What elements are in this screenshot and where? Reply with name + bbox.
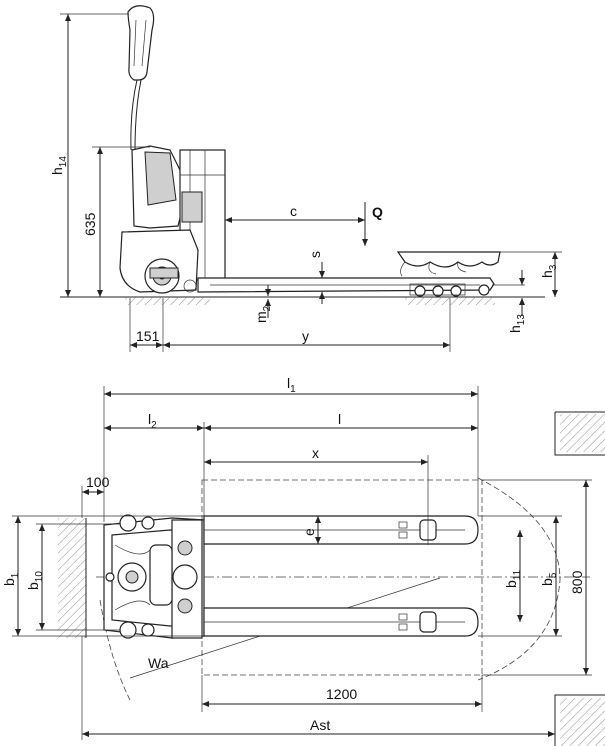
m2-label: m2 [253, 305, 273, 323]
h14-label: h14 [49, 156, 69, 175]
s-label: s [307, 251, 323, 258]
x-label: x [312, 445, 319, 461]
b10-label: b10 [25, 571, 45, 590]
dim-800-label: 800 [569, 570, 585, 594]
dim-100-label: 100 [86, 474, 110, 490]
l2-label: l2 [148, 411, 157, 431]
aisle-corner-bottom [554, 694, 605, 746]
b11-label: b11 [503, 569, 523, 588]
h13-label: h13 [507, 314, 527, 333]
chassis-top [103, 514, 205, 639]
top-view: Wa [1, 375, 605, 746]
y-label: y [302, 328, 309, 344]
b5-label: b5 [539, 572, 559, 586]
fork-top-lower [203, 607, 479, 637]
dim-1200-label: 1200 [326, 686, 357, 702]
fork-top-upper [203, 515, 479, 545]
e-label: e [301, 528, 317, 536]
dim-151-label: 151 [136, 328, 160, 344]
h3-label: h3 [539, 264, 559, 278]
ast-label: Ast [310, 717, 330, 733]
aisle-wall-left [58, 518, 87, 638]
turning-arc [477, 477, 561, 681]
pallet-profile [396, 251, 501, 277]
tiller-handle [127, 5, 155, 151]
l-label: l [338, 411, 341, 427]
ground-hatch-left [125, 297, 210, 305]
truck-body [119, 145, 226, 294]
pallet-outline [201, 479, 483, 676]
dim-635-label: 635 [82, 212, 98, 236]
wa-arc [99, 599, 131, 701]
l1-label: l1 [287, 375, 296, 395]
side-view: h14 635 c Q s h3 m2 h13 [49, 5, 562, 352]
q-label: Q [372, 204, 383, 220]
aisle-corner-top [554, 411, 605, 456]
b1-label: b1 [1, 572, 21, 586]
wa-label: Wa [148, 655, 169, 671]
c-label: c [290, 203, 297, 219]
fork-side [197, 277, 495, 297]
